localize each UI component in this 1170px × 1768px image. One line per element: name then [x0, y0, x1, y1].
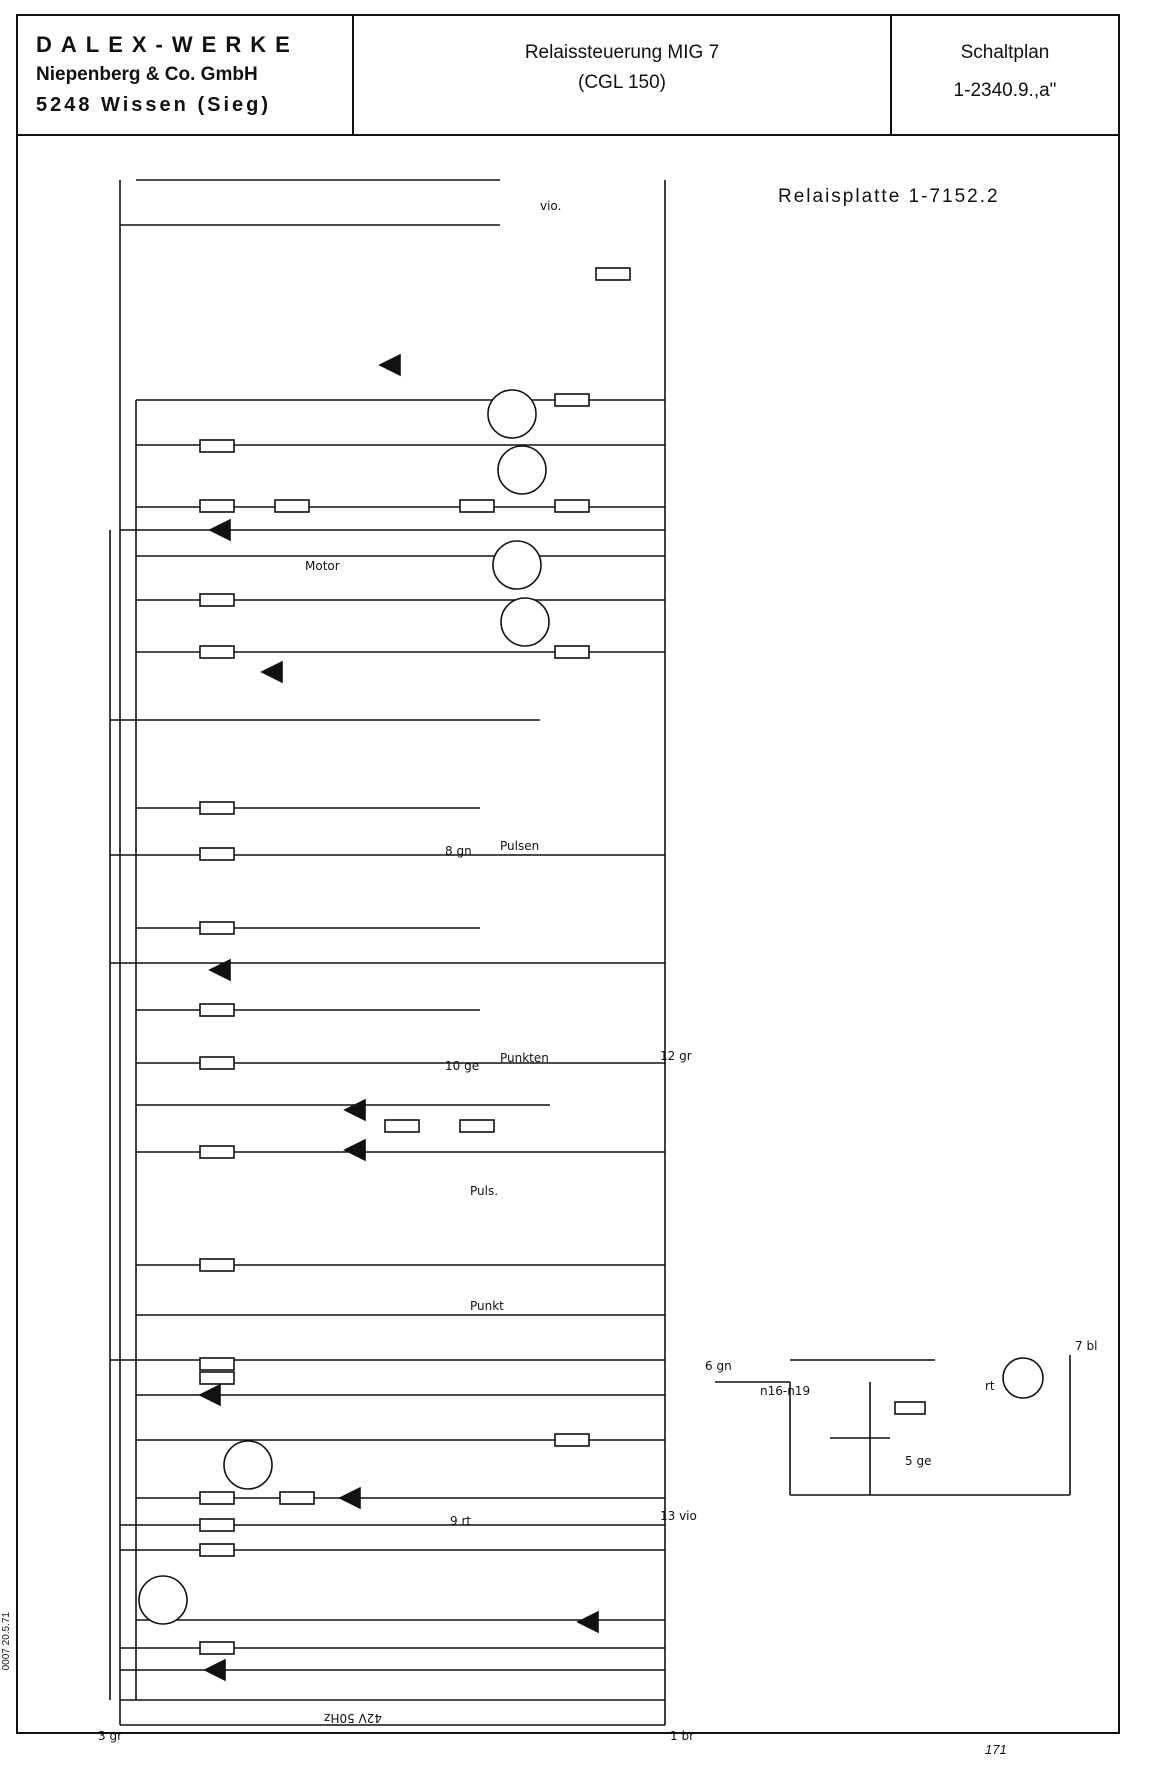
company-location: 5248 Wissen (Sieg)	[36, 94, 272, 116]
drawing-subtitle: (CGL 150)	[578, 72, 666, 93]
terminal-10: 10 ge	[445, 1059, 479, 1073]
wiring	[109, 179, 1071, 1726]
terminal-7: 7 bl	[1075, 1339, 1097, 1353]
diagram-labels: 42V 50Hz 1 br 3 gr 5 ge 6 gn 7 bl 8 gn 9…	[98, 199, 1097, 1743]
firm-name: Niepenberg & Co. GmbH	[36, 64, 258, 85]
puls-switch-label: Puls.	[470, 1184, 498, 1198]
punkten-switch-label: Punkten	[500, 1051, 549, 1065]
pulsen-switch-label: Pulsen	[500, 839, 539, 853]
transistor-symbols	[138, 389, 1044, 1625]
drawing-title: Relaissteuerung MIG 7	[524, 42, 720, 63]
terminal-rt: rt	[985, 1379, 995, 1393]
terminal-3: 3 gr	[98, 1729, 122, 1743]
company-name: DALEX-WERKE	[36, 32, 299, 57]
plate-label: Relaisplatte 1-7152.2	[778, 186, 1000, 207]
title-block: DALEX-WERKE Niepenberg & Co. GmbH 5248 W…	[18, 16, 1118, 136]
document-number: 1-2340.9.,a"	[953, 80, 1057, 101]
terminal-13: 13 vio	[660, 1509, 697, 1523]
resistor-symbols	[199, 267, 926, 1655]
bridge-label: n16-n19	[760, 1384, 810, 1398]
doc-cell: Schaltplan 1-2340.9.,a"	[892, 16, 1118, 134]
company-cell: DALEX-WERKE Niepenberg & Co. GmbH 5248 W…	[18, 16, 354, 134]
terminal-1: 1 br	[670, 1729, 694, 1743]
page-mark: 171	[985, 1742, 1007, 1757]
supply-voltage-label: 42V 50Hz	[324, 1711, 382, 1725]
schematic-sheet: DALEX-WERKE Niepenberg & Co. GmbH 5248 W…	[16, 14, 1120, 1734]
document-type: Schaltplan	[960, 42, 1050, 63]
title-cell: Relaissteuerung MIG 7 (CGL 150)	[354, 16, 892, 134]
motor-relay-label: Motor	[305, 559, 340, 573]
terminal-vio: vio.	[540, 199, 561, 213]
terminal-12: 12 gr	[660, 1049, 692, 1063]
diode-symbols	[198, 353, 599, 1682]
terminal-6: 6 gn	[705, 1359, 732, 1373]
side-text: 0007 20.5.71	[1, 1612, 12, 1671]
terminal-5: 5 ge	[905, 1454, 931, 1468]
punkt-switch-label: Punkt	[470, 1299, 504, 1313]
terminal-8: 8 gn	[445, 844, 472, 858]
terminal-9: 9 rt	[450, 1514, 471, 1528]
